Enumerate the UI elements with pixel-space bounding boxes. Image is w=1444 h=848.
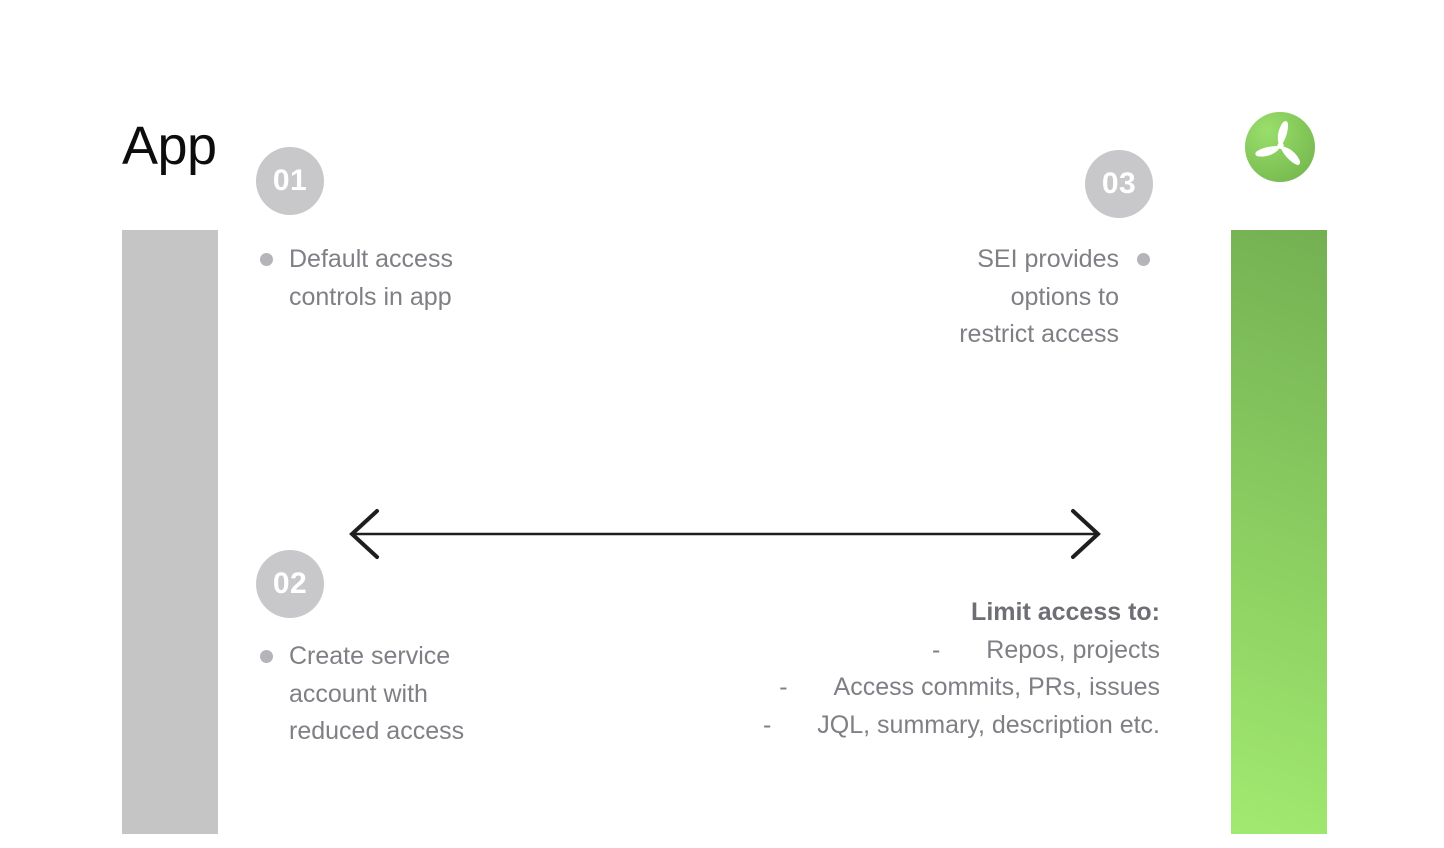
- note-text: SEI provides options to restrict access: [959, 245, 1119, 348]
- list-item-text: Repos, projects: [986, 635, 1160, 664]
- note-service-account: Create service account with reduced acce…: [260, 638, 464, 751]
- dash-marker: -: [779, 673, 788, 701]
- note-text: Default access controls in app: [289, 245, 453, 311]
- step-badge-01: 01: [256, 147, 324, 215]
- dash-marker: -: [931, 635, 941, 664]
- dash-marker: -: [762, 710, 772, 739]
- propeller-logo-icon: [1245, 112, 1315, 182]
- list-item: - Repos, projects: [763, 632, 1160, 670]
- list-item: - Access commits, PRs, issues: [763, 669, 1160, 707]
- double-headed-arrow-icon: [349, 509, 1101, 559]
- list-item: - JQL, summary, description etc.: [763, 707, 1160, 745]
- note-text: Create service account with reduced acce…: [289, 642, 465, 745]
- bullet-icon: [260, 650, 273, 663]
- note-sei-restrict: SEI provides options to restrict access: [959, 241, 1150, 354]
- list-item-text: Access commits, PRs, issues: [833, 673, 1160, 701]
- sei-column-bar: [1231, 230, 1327, 834]
- list-item-text: JQL, summary, description etc.: [817, 710, 1160, 739]
- limit-access-list: Limit access to: - Repos, projects - Acc…: [763, 594, 1160, 744]
- app-column-bar: [122, 230, 218, 834]
- bullet-icon: [260, 253, 273, 266]
- note-default-access: Default access controls in app: [260, 241, 453, 316]
- limit-access-heading: Limit access to:: [971, 598, 1160, 626]
- step-badge-03: 03: [1085, 150, 1153, 218]
- bullet-icon: [1137, 253, 1150, 266]
- step-badge-02: 02: [256, 550, 324, 618]
- page-title: App: [122, 116, 217, 176]
